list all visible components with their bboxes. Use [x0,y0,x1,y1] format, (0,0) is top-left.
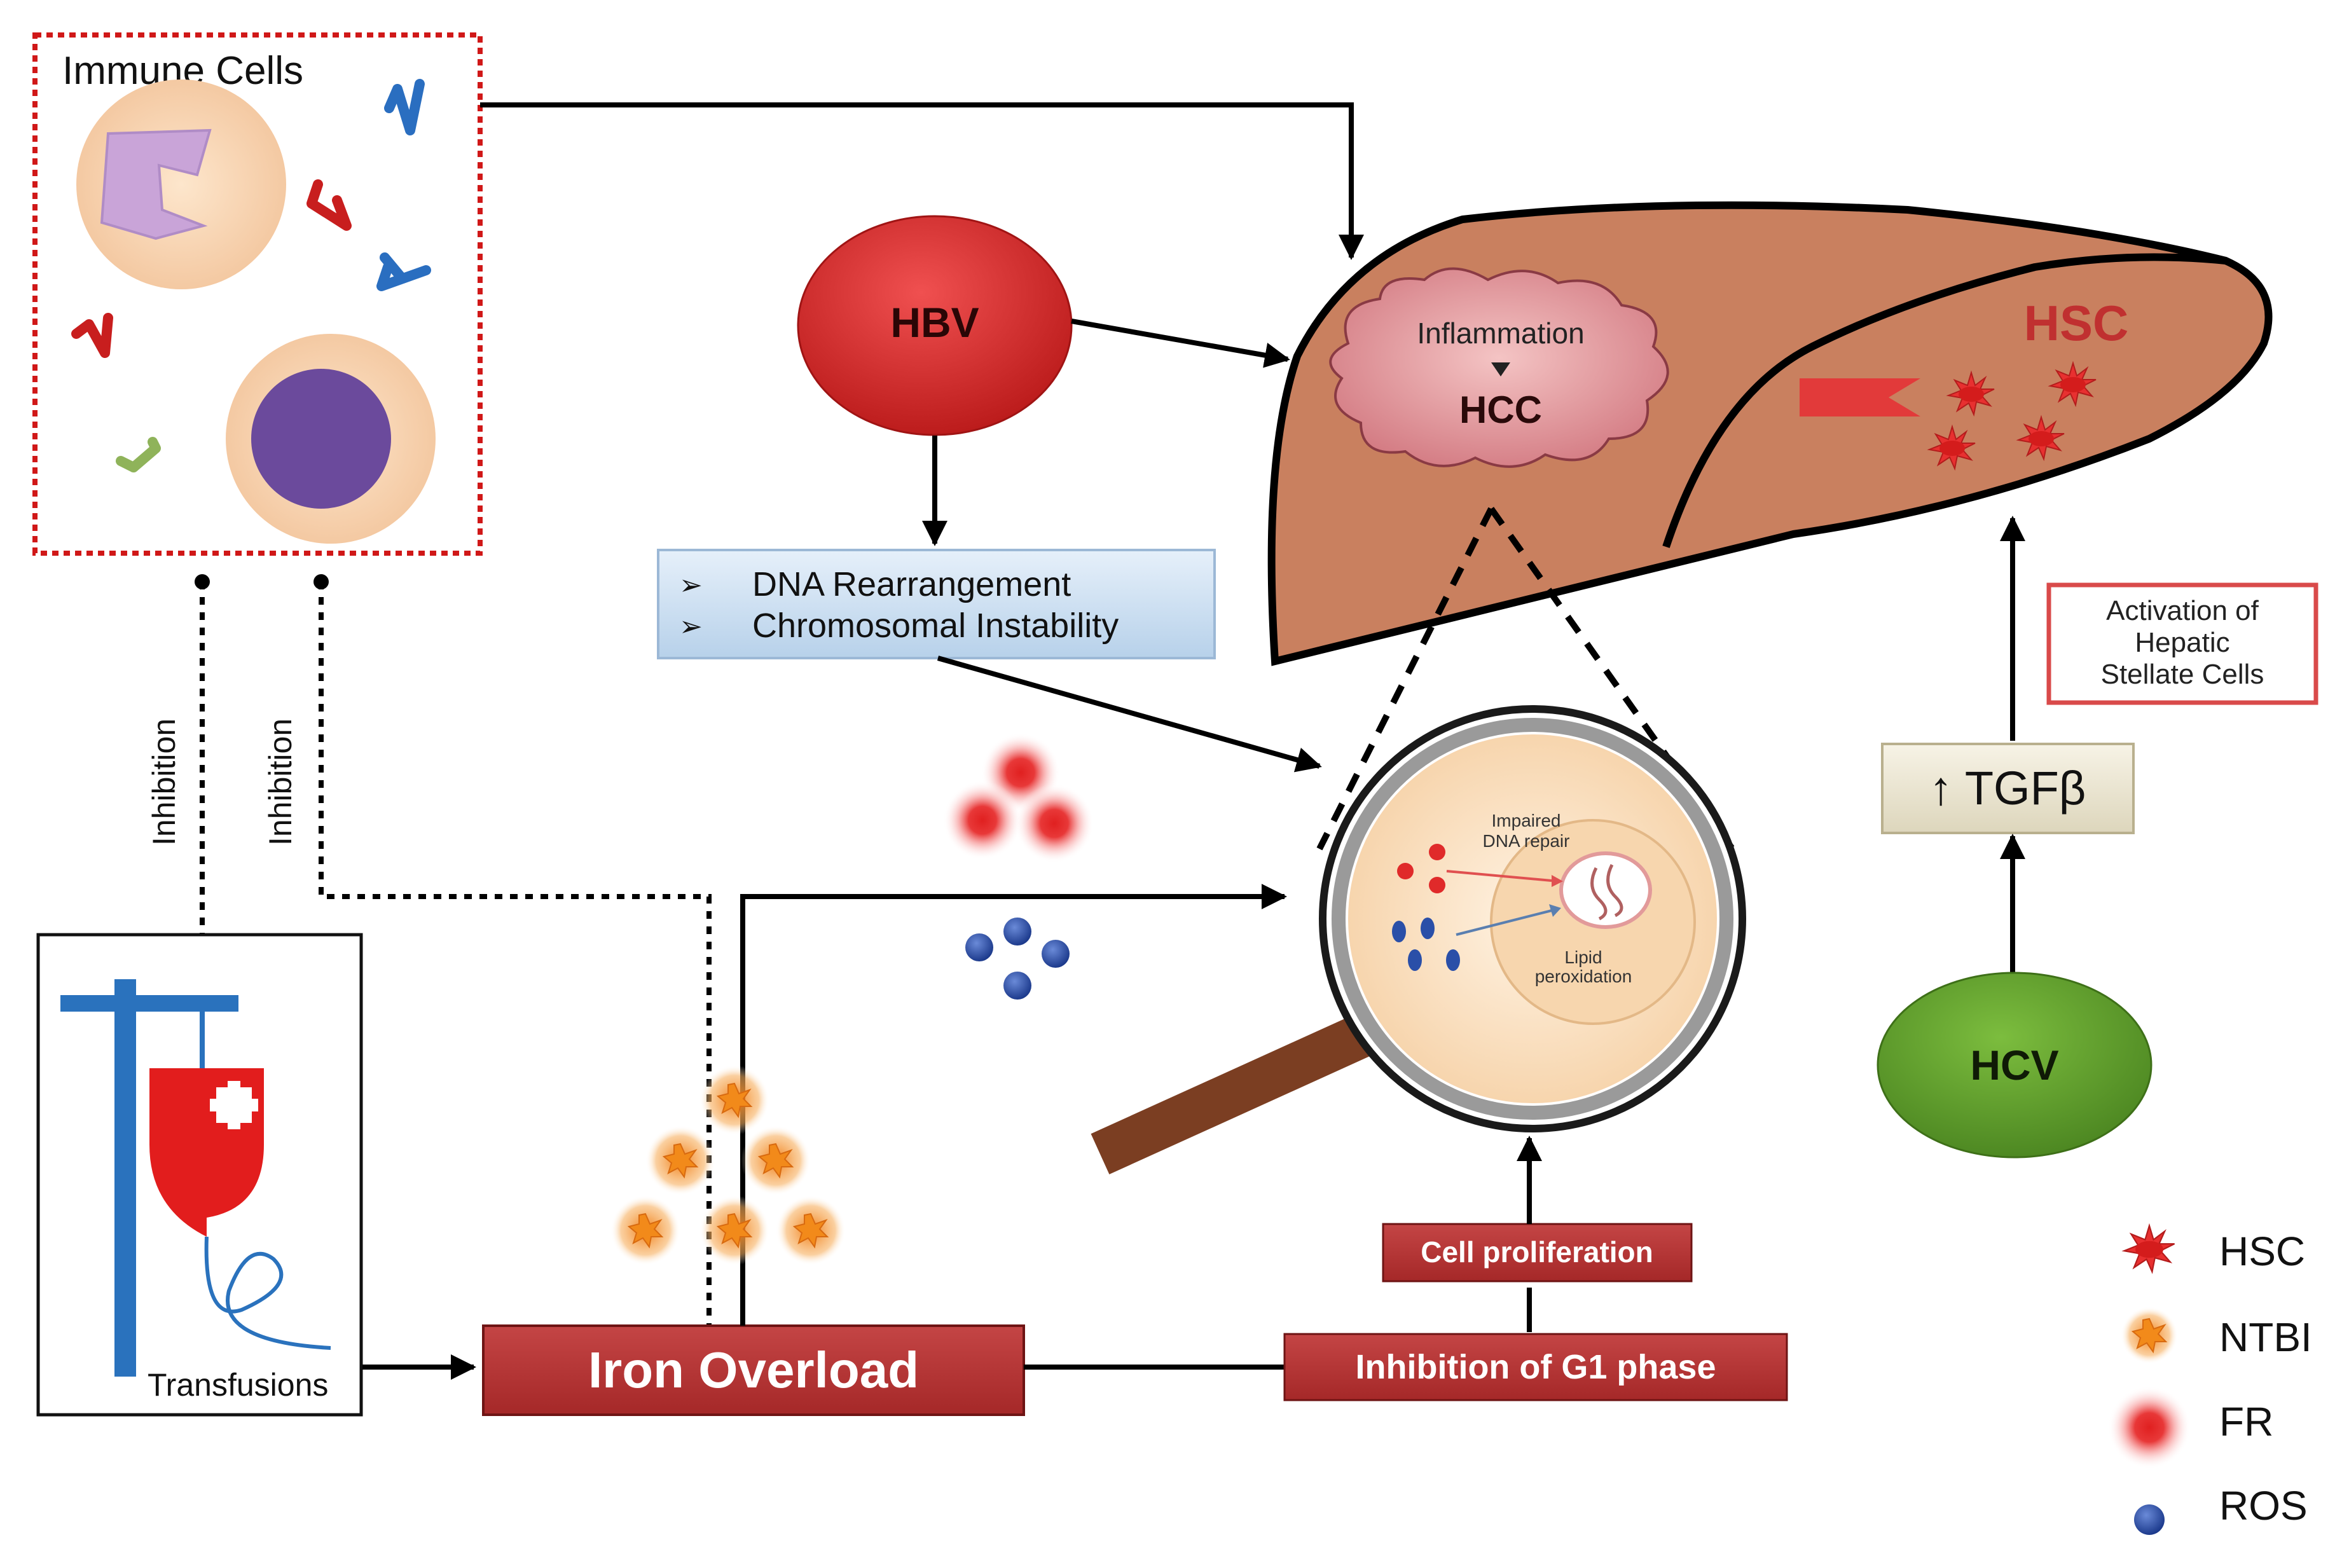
inhibition-label-left: Inhibition [146,719,182,846]
inflammation-down-arrow [1491,362,1510,376]
arrow-dna-to-magnifier [937,656,1322,773]
transfusions-label: Transfusions [148,1367,328,1403]
activation-box [2046,582,2318,705]
impaired-dna-line2: DNA repair [1483,831,1570,851]
dna-line-1: DNA Rearrangement [752,565,1071,603]
activation-line3: Stellate Cells [2101,659,2264,690]
macrophage-nucleus [100,128,212,240]
fr-cluster [943,733,1094,863]
legend-hsc-icon [2123,1225,2175,1273]
dna-bullet-1: ➢ [679,570,703,601]
g1-box [1283,1333,1788,1401]
legend-ros-icon [2134,1504,2165,1535]
hcc-label: HCC [1459,389,1542,431]
legend-ntbi-label: NTBI [2219,1314,2312,1360]
hsc-red-arrow [1800,378,1920,416]
immune-cells-panel: Immune Cells [32,32,483,556]
legend-hsc-label: HSC [2219,1228,2305,1274]
inflammation-label: Inflammation [1417,317,1584,350]
lipid-line2: peroxidation [1535,966,1632,986]
iv-stand-icon [60,979,331,1377]
transfusions-panel: Transfusions [36,933,363,1417]
lymphocyte-nucleus [251,369,391,509]
magnifier: Impaired DNA repair Lipid peroxidation [1091,705,1746,1174]
legend-fr-icon [2108,1386,2191,1469]
tgf-label: ↑ TGFβ [1929,762,2086,815]
hsc-title: HSC [2024,295,2129,351]
arrow-hbv-to-liver [1071,319,1290,368]
tgf-box [1881,743,2135,834]
activation-line2: Hepatic [2135,627,2229,658]
legend-fr-label: FR [2219,1399,2273,1445]
iv-tube-icon [204,1236,331,1350]
g1-label: Inhibition of G1 phase [1356,1348,1716,1386]
dna-box [657,549,1216,659]
legend: HSC NTBI FR ROS [2108,1225,2312,1535]
magnifier-handle [1091,1010,1383,1174]
zoom-line-right [1488,507,1742,860]
legend-ros-label: ROS [2219,1483,2308,1529]
hcv-label: HCV [1970,1042,2058,1089]
hbv-circle [797,215,1073,436]
arrow-iron-to-magnifier [740,884,1287,1326]
inhibition-label-right: Inhibition [263,719,298,846]
antibody-icon [71,79,431,472]
activation-line1: Activation of [2106,595,2259,626]
iron-overload-box [482,1324,1025,1416]
arrow-immune-to-liver [480,102,1364,260]
iron-overload-label: Iron Overload [588,1342,919,1398]
impaired-dna-line1: Impaired [1492,811,1561,830]
cell-proliferation-label: Cell proliferation [1421,1235,1653,1269]
hbv-label: HBV [890,299,979,346]
ntbi-cluster [610,1065,846,1265]
dna-bullet-2: ➢ [679,611,703,642]
dna-line-2: Chromosomal Instability [752,607,1119,645]
lipid-line1: Lipid [1564,947,1602,967]
cell-proliferation-box [1382,1223,1693,1283]
hcv-circle [1877,972,2153,1159]
ros-cluster [965,918,1070,1000]
